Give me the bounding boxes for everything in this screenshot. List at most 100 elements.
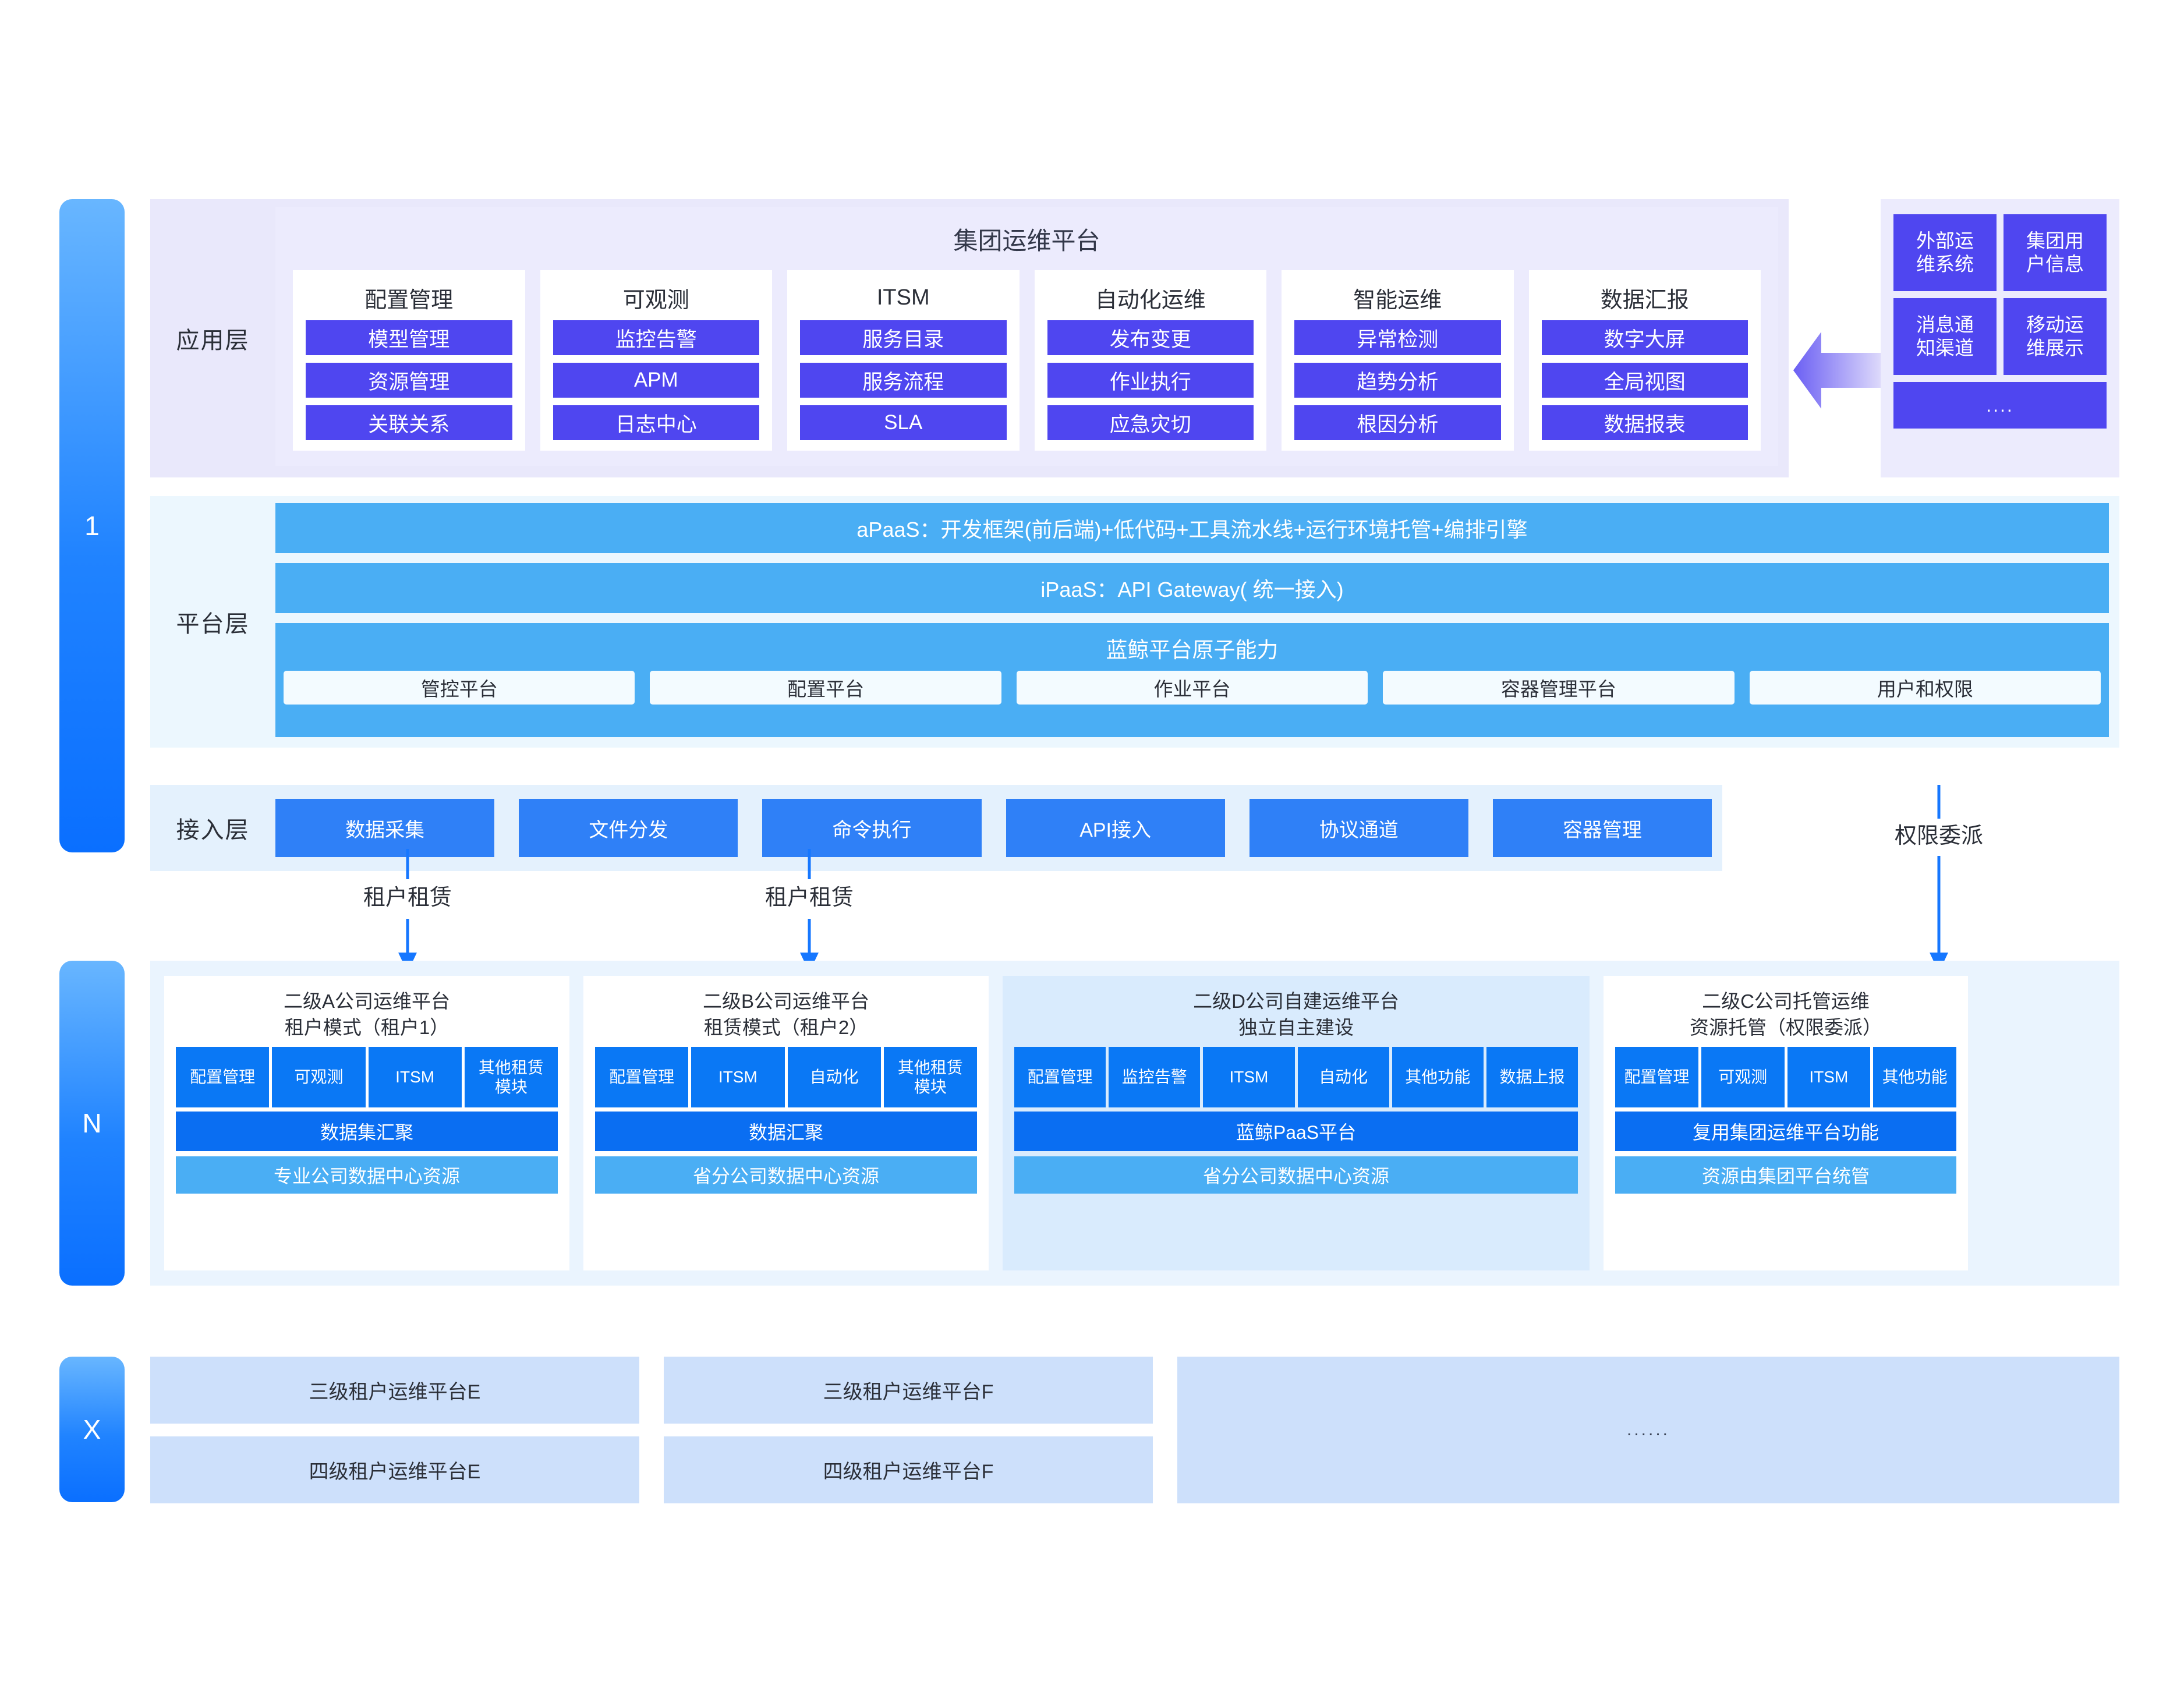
tenant-module[interactable]: 可观测 — [1701, 1047, 1785, 1107]
platform-layer-stack: aPaaS：开发框架(前后端)+低代码+工具流水线+运行环境托管+编排引擎 iP… — [275, 496, 2119, 748]
tenant-module[interactable]: 可观测 — [272, 1047, 366, 1107]
platform-layer-label: 平台层 — [176, 611, 250, 637]
tenant-card-title: 二级B公司运维平台租赁模式（租户2） — [702, 990, 869, 1038]
tenant-module[interactable]: 其他租赁模块 — [464, 1047, 558, 1107]
tenant-module[interactable]: 配置管理 — [1014, 1047, 1106, 1107]
level-marker-1-label: 1 — [84, 511, 100, 541]
sub-tenant-tile-l4-e[interactable]: 四级租户运维平台E — [150, 1436, 639, 1503]
atomic-chip-job-platform[interactable]: 作业平台 — [1016, 671, 1368, 705]
tenant-module[interactable]: 其他功能 — [1392, 1047, 1484, 1107]
app-chip[interactable]: 根因分析 — [1294, 405, 1501, 440]
access-chip-api-access[interactable]: API接入 — [1006, 799, 1225, 857]
tenant-card-company-a[interactable]: 二级A公司运维平台租户模式（租户1） 配置管理 可观测 ITSM 其他租赁模块 … — [164, 976, 569, 1270]
atomic-chip-container-management-platform[interactable]: 容器管理平台 — [1383, 671, 1735, 705]
external-chip-external-ops-system[interactable]: 外部运维系统 — [1893, 214, 1997, 291]
sub-tenant-column-more: ...... — [1177, 1357, 2119, 1503]
external-chip-more[interactable]: .... — [1893, 382, 2107, 429]
external-chip-message-notification-channel[interactable]: 消息通知渠道 — [1893, 298, 1997, 375]
tenant-module[interactable]: 配置管理 — [1615, 1047, 1698, 1107]
atomic-chip-user-and-permission[interactable]: 用户和权限 — [1749, 671, 2101, 705]
tenant-module[interactable]: 自动化 — [1297, 1047, 1389, 1107]
tenant-mid-bar[interactable]: 数据集汇聚 — [176, 1112, 558, 1151]
sub-tenant-tile-l3-e[interactable]: 三级租户运维平台E — [150, 1357, 639, 1424]
app-chip[interactable]: 数字大屏 — [1541, 320, 1748, 355]
app-chip[interactable]: 应急灾切 — [1047, 405, 1254, 440]
external-systems-grid: 外部运维系统 集团用户信息 消息通知渠道 移动运维展示 — [1893, 214, 2107, 375]
application-card-list: 配置管理 模型管理 资源管理 关联关系 可观测 监控告警 APM 日志中心 IT… — [275, 270, 1778, 466]
tenant-base-bar[interactable]: 资源由集团平台统管 — [1615, 1156, 1956, 1194]
tenant-module[interactable]: 其他功能 — [1873, 1047, 1956, 1107]
app-chip[interactable]: 作业执行 — [1047, 363, 1254, 398]
app-chip[interactable]: 模型管理 — [306, 320, 512, 355]
access-chip-command-execution[interactable]: 命令执行 — [762, 799, 982, 857]
access-chip-file-distribution[interactable]: 文件分发 — [519, 799, 738, 857]
app-card-data-reporting[interactable]: 数据汇报 数字大屏 全局视图 数据报表 — [1528, 270, 1761, 451]
app-chip[interactable]: APM — [553, 363, 759, 398]
tenant-module[interactable]: 监控告警 — [1109, 1047, 1201, 1107]
sub-tenant-column-e: 三级租户运维平台E 四级租户运维平台E — [150, 1357, 639, 1503]
app-chip[interactable]: 日志中心 — [553, 405, 759, 440]
tenant-module[interactable]: 配置管理 — [176, 1047, 270, 1107]
access-layer-band: 接入层 数据采集 文件分发 命令执行 API接入 协议通道 容器管理 — [150, 785, 1722, 871]
ipaas-bar[interactable]: iPaaS：API Gateway( 统一接入) — [275, 563, 2109, 613]
access-chip-container-management[interactable]: 容器管理 — [1492, 799, 1712, 857]
level-marker-n-label: N — [82, 1108, 102, 1138]
level-marker-1: 1 — [59, 199, 125, 852]
sub-tenant-tile-l4-f[interactable]: 四级租户运维平台F — [664, 1436, 1153, 1503]
tenant-mid-bar[interactable]: 复用集团运维平台功能 — [1615, 1112, 1956, 1151]
tenant-base-bar[interactable]: 省分公司数据中心资源 — [1014, 1156, 1578, 1194]
app-card-title: 可观测 — [622, 288, 689, 313]
tenant-module[interactable]: ITSM — [368, 1047, 462, 1107]
tenant-module[interactable]: ITSM — [691, 1047, 785, 1107]
access-chip-data-collection[interactable]: 数据采集 — [275, 799, 495, 857]
external-chip-group-user-info[interactable]: 集团用户信息 — [2004, 214, 2107, 291]
tenant-module[interactable]: 自动化 — [787, 1047, 881, 1107]
tenant-module[interactable]: ITSM — [1203, 1047, 1295, 1107]
access-layer-list: 数据采集 文件分发 命令执行 API接入 协议通道 容器管理 — [275, 785, 1722, 871]
app-card-config-management[interactable]: 配置管理 模型管理 资源管理 关联关系 — [293, 270, 525, 451]
tenant-card-company-b[interactable]: 二级B公司运维平台租赁模式（租户2） 配置管理 ITSM 自动化 其他租赁模块 … — [583, 976, 989, 1270]
tenant-mid-bar[interactable]: 数据汇聚 — [595, 1112, 977, 1151]
tenant-module[interactable]: 数据上报 — [1486, 1047, 1578, 1107]
tenant-module-list: 配置管理 可观测 ITSM 其他功能 — [1615, 1047, 1956, 1107]
level-marker-x-label: X — [83, 1414, 101, 1445]
app-chip[interactable]: 趋势分析 — [1294, 363, 1501, 398]
group-ops-platform-panel: 集团运维平台 配置管理 模型管理 资源管理 关联关系 可观测 监控告警 APM … — [275, 207, 1778, 466]
app-chip[interactable]: 全局视图 — [1541, 363, 1748, 398]
app-card-itsm[interactable]: ITSM 服务目录 服务流程 SLA — [787, 270, 1020, 451]
app-chip[interactable]: 关联关系 — [306, 405, 512, 440]
app-card-aiops[interactable]: 智能运维 异常检测 趋势分析 根因分析 — [1282, 270, 1514, 451]
tenant-mid-bar[interactable]: 蓝鲸PaaS平台 — [1014, 1112, 1578, 1151]
sub-tenant-tile-l3-f[interactable]: 三级租户运维平台F — [664, 1357, 1153, 1424]
external-chip-mobile-ops-display[interactable]: 移动运维展示 — [2004, 298, 2107, 375]
app-chip[interactable]: 服务目录 — [800, 320, 1007, 355]
app-chip[interactable]: 异常检测 — [1294, 320, 1501, 355]
tenant-card-company-d[interactable]: 二级D公司自建运维平台独立自主建设 配置管理 监控告警 ITSM 自动化 其他功… — [1003, 976, 1590, 1270]
app-chip[interactable]: 数据报表 — [1541, 405, 1748, 440]
app-chip[interactable]: 资源管理 — [306, 363, 512, 398]
app-chip[interactable]: 监控告警 — [553, 320, 759, 355]
tenant-module[interactable]: 配置管理 — [595, 1047, 689, 1107]
apaas-bar[interactable]: aPaaS：开发框架(前后端)+低代码+工具流水线+运行环境托管+编排引擎 — [275, 503, 2109, 553]
atomic-chip-config-platform[interactable]: 配置平台 — [650, 671, 1001, 705]
access-layer-label: 接入层 — [176, 817, 250, 843]
app-card-title: 数据汇报 — [1600, 288, 1689, 313]
app-card-title: 配置管理 — [364, 288, 454, 313]
sub-tenant-tile-more[interactable]: ...... — [1177, 1357, 2119, 1503]
app-chip[interactable]: SLA — [800, 405, 1007, 440]
app-card-observability[interactable]: 可观测 监控告警 APM 日志中心 — [540, 270, 772, 451]
tenant-card-company-c[interactable]: 二级C公司托管运维资源托管（权限委派） 配置管理 可观测 ITSM 其他功能 复… — [1604, 976, 1968, 1270]
tenant-base-bar[interactable]: 专业公司数据中心资源 — [176, 1156, 558, 1194]
app-chip[interactable]: 发布变更 — [1047, 320, 1254, 355]
tenant-layer-band: 二级A公司运维平台租户模式（租户1） 配置管理 可观测 ITSM 其他租赁模块 … — [150, 961, 2119, 1286]
arrow-label-tenant-lease-b: 租户租赁 — [764, 886, 854, 910]
tenant-module[interactable]: ITSM — [1787, 1047, 1871, 1107]
external-integration-arrow-icon — [1793, 330, 1881, 411]
tenant-base-bar[interactable]: 省分公司数据中心资源 — [595, 1156, 977, 1194]
access-chip-protocol-channel[interactable]: 协议通道 — [1249, 799, 1468, 857]
tenant-module[interactable]: 其他租赁模块 — [883, 1047, 977, 1107]
app-chip[interactable]: 服务流程 — [800, 363, 1007, 398]
application-layer-band: 应用层 集团运维平台 配置管理 模型管理 资源管理 关联关系 可观测 监控告警 … — [150, 199, 1789, 477]
atomic-chip-control-platform[interactable]: 管控平台 — [284, 671, 635, 705]
app-card-automation-ops[interactable]: 自动化运维 发布变更 作业执行 应急灾切 — [1034, 270, 1266, 451]
